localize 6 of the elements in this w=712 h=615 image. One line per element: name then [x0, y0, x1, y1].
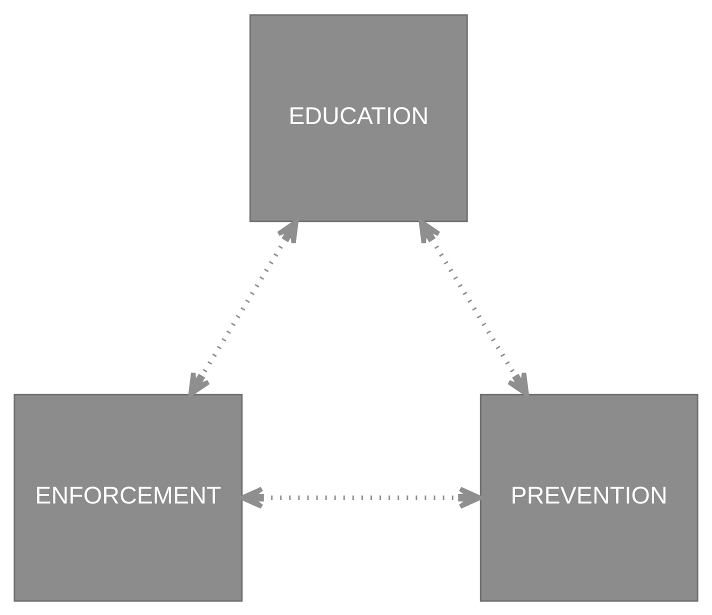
arrow	[240, 486, 482, 508]
arrow	[188, 218, 299, 396]
node-box: ENFORCEMENT	[14, 393, 243, 602]
node-box: PREVENTION	[480, 393, 698, 602]
node-box: EDUCATION	[249, 14, 468, 222]
arrow	[418, 218, 529, 396]
